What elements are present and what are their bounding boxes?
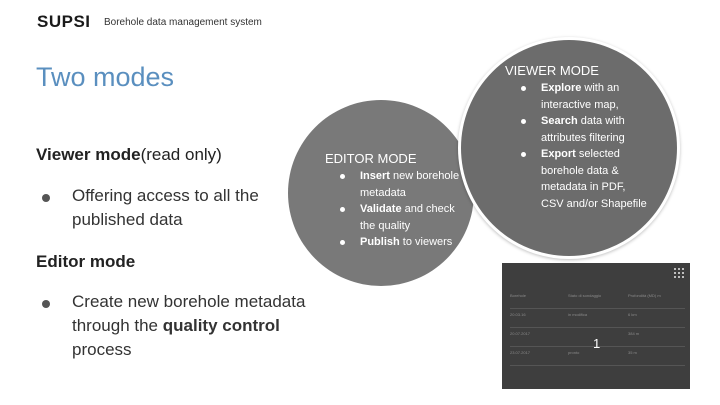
table-row: Borehole Stato di sondaggio Profondità (… [510,290,685,309]
viewer-item-bold: Export [541,148,576,160]
table-row: 20.03.16 in modifica 6 km [510,309,685,328]
editor-item-text: new borehole metadata [360,170,460,199]
editor-circle-item: Insert new borehole metadata [340,168,470,201]
bullet-dot [42,300,50,308]
editor-item-text: to viewers [399,236,453,248]
table-cell: 20.07.2017 [510,331,531,336]
viewer-mode-heading: Viewer mode(read only) [36,145,222,165]
viewer-circle-title: VIEWER MODE [505,63,599,78]
editor-mode-circle [288,100,474,286]
table-row: 20.07.2017 384 m [510,328,685,347]
bullet-dot [521,86,526,91]
page-title: Two modes [36,62,175,92]
editor-item-text: and check the quality [360,203,455,232]
editor-mode-bullet-bold: quality control [162,316,280,335]
table-cell: 6 km [628,312,637,317]
editor-item-bold: Insert [360,170,390,182]
editor-circle-item: Validate and check the quality [340,201,470,234]
editor-mode-bullet-suffix: process [72,340,132,359]
editor-item-bold: Publish [360,236,400,248]
bullet-dot [42,194,50,202]
table-cell: 35 m [628,350,637,355]
viewer-circle-list: Explore with an interactive map, Search … [521,80,651,212]
editor-mode-heading: Editor mode [36,252,136,271]
table-cell: pronto [568,350,580,355]
bullet-dot [340,207,345,212]
grid-icon [674,268,684,278]
viewer-circle-item: Export selected borehole data & metadata… [521,146,651,212]
thumbnail-badge: 1 [593,336,601,351]
table-cell: 20.03.16 [510,312,526,317]
viewer-mode-bullet-text: Offering access to all the published dat… [72,186,259,229]
viewer-item-bold: Explore [541,82,582,94]
viewer-item-text: with an interactive map, [541,82,620,111]
table-cell: 23.07.2017 [510,350,531,355]
viewer-item-text: data with attributes filtering [541,115,625,144]
viewer-item-bold: Search [541,115,578,127]
table-cell: Profondità (MD) m [628,293,661,298]
editor-circle-title: EDITOR MODE [325,151,417,166]
viewer-mode-heading-bold: Viewer mode [36,145,141,164]
viewer-mode-heading-rest: (read only) [140,145,222,164]
bullet-dot [340,240,345,245]
table-cell: in modifica [568,312,588,317]
viewer-circle-item: Explore with an interactive map, [521,80,651,113]
table-cell: Stato di sondaggio [568,293,602,298]
editor-circle-item: Publish to viewers [340,234,470,251]
table-cell: 384 m [628,331,640,336]
bullet-dot [340,174,345,179]
bullet-dot [521,119,526,124]
thumbnail-table: Borehole Stato di sondaggio Profondità (… [510,290,685,366]
supsi-logo: SUPSI [37,12,91,31]
viewer-item-text: selected borehole data & metadata in PDF… [541,148,647,210]
editor-mode-bullet: Create new borehole metadata through the… [42,290,342,362]
header-subtitle: Borehole data management system [104,17,262,28]
bullet-dot [521,152,526,157]
editor-mode-bullet-prefix: Create new borehole metadata through the [72,292,306,335]
table-cell: Borehole [510,293,527,298]
editor-item-bold: Validate [360,203,402,215]
app-screenshot-thumbnail [502,263,690,389]
viewer-mode-bullet: Offering access to all the published dat… [42,184,272,232]
viewer-circle-item: Search data with attributes filtering [521,113,651,146]
editor-circle-list: Insert new borehole metadata Validate an… [340,168,470,251]
viewer-mode-circle [458,37,680,259]
table-row: 23.07.2017 pronto 35 m [510,347,685,366]
